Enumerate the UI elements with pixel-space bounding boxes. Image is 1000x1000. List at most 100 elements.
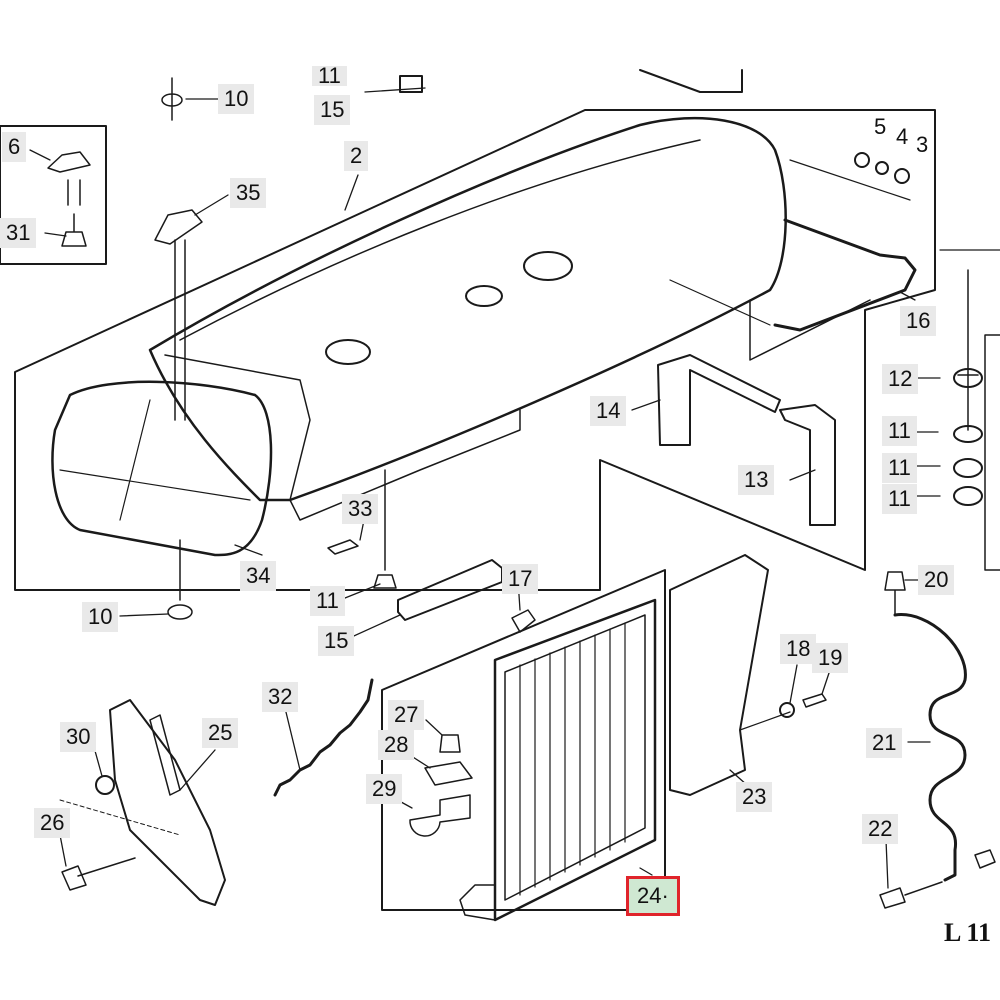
panel-outline [749,299,871,361]
washer-11b [953,458,983,478]
bolt-26 [61,857,136,891]
rod-16 [773,218,917,332]
bolt-19 [802,693,827,708]
washer-4 [875,161,889,175]
hw-line-26 [59,799,181,836]
part-28 [424,761,473,786]
nut-30 [95,775,115,795]
seal-13 [779,404,836,526]
part-label-12[interactable]: 12 [882,364,919,394]
leader-lines [29,87,941,889]
nut-11d [373,574,397,589]
hood-hole-1 [325,339,371,365]
grille-line-2 [119,399,151,521]
part-label-35[interactable]: 35 [230,178,267,208]
part-label-23[interactable]: 23 [736,782,773,812]
right-frame [984,334,1000,571]
grille-line-1 [59,469,251,501]
part-label-26[interactable]: 26 [34,808,71,838]
grille-housing [51,380,273,557]
part-label-3[interactable]: 3 [916,132,929,157]
top-partial-outline [639,69,743,93]
part-15-top [399,75,423,93]
part-10b [167,604,193,620]
bracket-25-slot [149,714,181,796]
part-label-16[interactable]: 16 [900,306,937,336]
part-10-top [161,77,183,121]
washer-11a [953,425,983,443]
hood-side [289,409,521,521]
part-label-11-b[interactable]: 11 [882,453,917,483]
pipe-20 [884,571,906,616]
bolt-33 [327,539,359,555]
radiator-base [459,884,496,921]
part-label-4[interactable]: 4 [896,124,909,149]
part-label-31[interactable]: 31 [0,218,37,248]
part-label-20[interactable]: 20 [918,565,955,595]
bolt-12 [957,269,979,431]
part-22 [879,881,943,909]
part-label-29[interactable]: 29 [366,774,403,804]
part-label-22[interactable]: 22 [862,814,899,844]
part-label-24-highlighted[interactable]: 24· [626,876,680,916]
part-label-21[interactable]: 21 [866,728,903,758]
shroud-23 [669,554,769,796]
nut-5 [854,152,870,168]
part-label-5[interactable]: 5 [874,114,887,139]
part-label-33[interactable]: 33 [342,494,379,524]
inset-box-6-31 [0,125,107,265]
part-label-11-d[interactable]: 11 [310,586,345,616]
part-label-19[interactable]: 19 [812,643,849,673]
washer-18 [779,702,795,718]
spring-32 [273,678,374,797]
right-stub [974,849,996,869]
hw-line-18 [739,711,791,731]
part-label-17[interactable]: 17 [502,564,539,594]
bracket-25 [109,699,226,906]
hood-hole-2 [465,285,503,307]
hood-ridge [179,139,701,341]
hw-line [789,159,911,201]
part-label-2[interactable]: 2 [344,141,369,171]
part-label-15-bottom[interactable]: 15 [318,626,355,656]
clip-17 [511,609,536,633]
corner-reference: L 11 [944,918,991,947]
part-label-6[interactable]: 6 [2,132,27,162]
hood-hole-3 [523,251,573,281]
part-label-18[interactable]: 18 [780,634,817,664]
part-6 [47,151,91,206]
grille-bracket [164,354,311,501]
part-label-27[interactable]: 27 [388,700,425,730]
rod-35 [174,239,186,421]
part-label-28[interactable]: 28 [378,730,415,760]
part-label-14[interactable]: 14 [590,396,627,426]
part-label-10-top[interactable]: 10 [218,84,255,114]
radiator-frame [493,598,657,922]
part-29 [409,794,471,837]
hood-body [148,116,787,502]
part-label-25[interactable]: 25 [202,718,239,748]
rod-16-inner [669,279,771,326]
radiator-outline [381,569,666,911]
part-label-11-c[interactable]: 11 [882,484,917,514]
part-label-11-top[interactable]: 11 [312,66,347,86]
part-27 [439,734,461,753]
nut-12 [953,368,983,388]
part-label-10-bottom[interactable]: 10 [82,602,119,632]
seal-14 [657,354,781,446]
part-label-13[interactable]: 13 [738,465,775,495]
hood-outline [14,109,936,591]
radiator-fins [519,622,626,896]
pipe-21 [893,613,967,882]
nut-3 [894,168,910,184]
part-label-30[interactable]: 30 [60,722,97,752]
part-label-11-a[interactable]: 11 [882,416,917,446]
part-label-34[interactable]: 34 [240,561,277,591]
nut-11c [953,486,983,506]
part-label-15-top[interactable]: 15 [314,95,351,125]
part-31 [61,213,87,247]
part-label-32[interactable]: 32 [262,682,299,712]
part-35 [154,209,203,245]
radiator-core [504,614,646,901]
